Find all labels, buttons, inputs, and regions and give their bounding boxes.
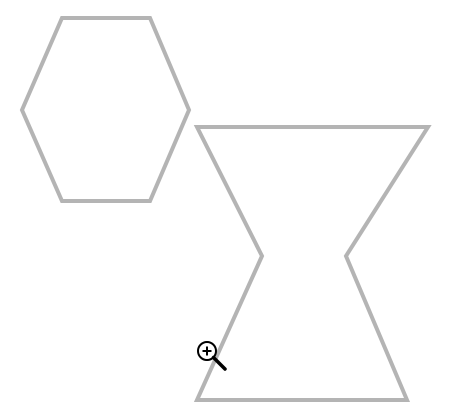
zoom-in-cursor-icon	[197, 341, 227, 371]
hexagon-shape[interactable]	[19, 16, 192, 203]
hourglass-shape[interactable]	[193, 125, 432, 402]
